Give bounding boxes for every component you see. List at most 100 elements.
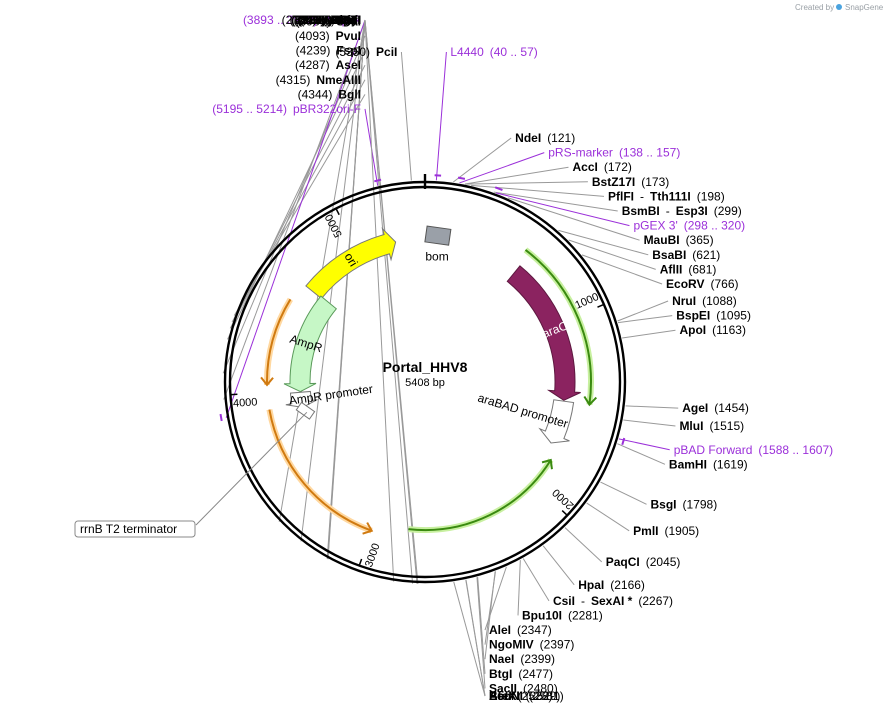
enzyme-sacii: SacII(2480) — [489, 681, 558, 695]
position-text: (4315) — [276, 73, 311, 87]
enzyme-label-bspei: BspEI(1095) — [676, 309, 751, 323]
primer-site-prs-marker — [457, 176, 466, 180]
leader-kasi — [327, 19, 366, 560]
enzyme-label-acc65i: (2734)Acc65I — [282, 13, 361, 27]
enzyme-fspi: (4239)FspI — [296, 44, 361, 58]
enzyme-label-bgli: (4344)BglI — [298, 87, 361, 101]
feature-ori: ori — [305, 227, 397, 300]
name-text: L4440 — [450, 45, 484, 59]
name-text: NmeAIII — [316, 73, 361, 87]
enzyme-label-pluti: (3139)PluTI — [291, 13, 361, 27]
orf-insert-arrowhead — [541, 458, 553, 470]
position-text: (2397) — [540, 638, 575, 652]
enzyme-label-bsabi: BsaBI (621) — [652, 248, 720, 262]
name-text: pRS-marker — [548, 146, 613, 160]
position-text: (2738) — [294, 13, 329, 27]
enzyme-label-sacii: SacII(2480) — [489, 681, 558, 695]
feature-arrow-ori — [305, 227, 397, 300]
leader-maubi — [507, 197, 640, 241]
name-text: StyI — [339, 13, 361, 27]
position-text: (2166) — [610, 578, 645, 592]
enzyme-label-afei: AfeI(2528) — [489, 689, 552, 703]
position-text: (1163) — [712, 323, 746, 337]
position-text: (2757) — [298, 13, 333, 27]
position-text: (2045) — [646, 555, 681, 569]
tick-2000 — [561, 509, 568, 516]
enzyme-label-bstz17i: BstZ17I(173) — [592, 175, 669, 189]
primer-prs-marker: pRS-marker(138 .. 157) — [457, 146, 680, 180]
enzyme-kasi: (3135)KasI — [295, 13, 361, 27]
position-text: (4093) — [295, 29, 330, 43]
enzyme-acci: AccI(172) — [572, 160, 631, 174]
enzyme-label-apoi: ApoI (1163) — [679, 323, 745, 337]
name-text: SexAI * — [591, 594, 633, 608]
orf-arac-arrowhead — [583, 395, 598, 407]
plasmid-name: Portal_HHV8 — [383, 359, 468, 375]
position-text: (621) — [692, 248, 720, 262]
leader-bsmbi — [493, 191, 618, 212]
enzyme-ecorv: EcoRV(766) — [666, 277, 738, 291]
enzyme-label-fspi: (4239)FspI — [296, 44, 361, 58]
position-text: (121) — [547, 131, 575, 145]
position-text: (4344) — [298, 87, 333, 101]
enzyme-nrui: NruI (1088) — [672, 294, 737, 308]
feature-arac: araC — [506, 265, 581, 401]
primer-site-amp-r — [219, 413, 223, 422]
enzyme-paqci: PaqCI (2045) — [606, 555, 681, 569]
feature-bom: bom — [424, 225, 452, 263]
enzyme-label-bpu10i: Bpu10I(2281) — [522, 608, 603, 622]
position-text: (5195 .. 5214) — [212, 102, 287, 116]
feature-box-bom — [424, 225, 452, 246]
enzyme-label-asei: (4287)AseI — [295, 58, 361, 72]
name-text: EcoRV — [666, 277, 704, 291]
enzyme-label-naei: NaeI(2399) — [489, 652, 555, 666]
name-text: pGEX 3' — [633, 219, 677, 233]
position-text: (1088) — [702, 294, 737, 308]
orf-insert — [408, 458, 554, 533]
enzyme-aflii: AflII(681) — [660, 262, 717, 276]
plasmid-center-label: Portal_HHV8 5408 bp — [383, 359, 468, 389]
name-text: BstXI — [489, 689, 520, 703]
leader-fspi — [227, 50, 366, 340]
primer-pbr322ori-f: (5195 .. 5214)pBR322ori-F — [212, 102, 382, 183]
enzyme-ndei: NdeI (121) — [515, 131, 575, 145]
enzyme-leader-lines — [222, 19, 679, 697]
position-text: (2477) — [518, 667, 553, 681]
enzyme-alei: AleI(2347) — [489, 623, 552, 637]
leader-bstxi — [465, 579, 486, 697]
enzyme-label-bstxi: BstXI (2529) — [489, 689, 560, 703]
tick-5000 — [335, 209, 340, 216]
enzyme-afei: AfeI(2528) — [489, 689, 552, 703]
enzyme-label-nari: (3136)NarI — [297, 13, 361, 27]
position-text: (3135) — [295, 13, 330, 27]
name-text: NruI — [672, 294, 696, 308]
name-text: Esp3I — [676, 204, 708, 218]
primer-site-pbr322ori-f — [374, 178, 382, 183]
name-text: BsgI — [651, 497, 677, 511]
leader-styi — [364, 19, 414, 584]
leader-bstz17i — [465, 181, 588, 185]
name-text: pBAD Forward — [674, 443, 753, 457]
enzyme-label-nrui: NruI (1088) — [672, 294, 737, 308]
feature-arrow-ampr — [283, 295, 338, 393]
name-text: ApoI — [679, 323, 706, 337]
orf-amp-upper-halo — [263, 297, 293, 385]
position-text: (299) — [714, 204, 742, 218]
leader-bsabi — [558, 229, 649, 256]
position-text: (2529) — [526, 689, 561, 703]
enzyme-nmeaiii: (4315) NmeAIII — [276, 73, 361, 87]
name-text: BstZ17I — [592, 175, 635, 189]
enzyme-label-kpni: (2738)KpnI — [294, 13, 361, 27]
name-text: BsaBI — [652, 248, 686, 262]
primer-site-pgex-3 — [494, 186, 503, 191]
primer-l4440: L4440(40 .. 57) — [434, 45, 538, 177]
name-text: NdeI — [515, 131, 541, 145]
feature-arrow-arac — [506, 265, 581, 401]
orf-amp-upper-arrowhead — [260, 376, 274, 387]
feature-label-ori: ori — [342, 250, 361, 269]
leader-scai — [223, 21, 366, 400]
enzyme-label-ndei: NdeI (121) — [515, 131, 575, 145]
name-text: PaqCI — [606, 555, 640, 569]
enzyme-agei: AgeI(1454) — [682, 401, 749, 415]
